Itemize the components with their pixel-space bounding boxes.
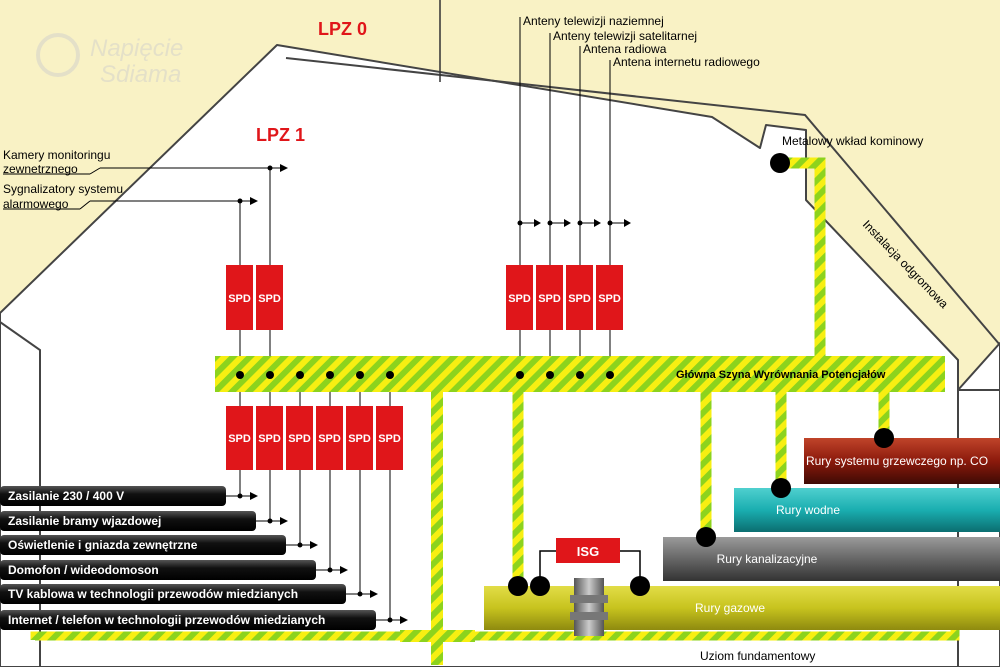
watermark: Napięcie Sdiama	[36, 33, 183, 88]
spd-label: SPD	[598, 293, 621, 305]
cable-cable-tv	[0, 584, 346, 604]
spd-label: SPD	[288, 433, 311, 445]
gas-pipe	[484, 586, 1000, 630]
spd-alarm	[256, 265, 283, 330]
spd-label: SPD	[258, 433, 281, 445]
heating-pipe	[804, 438, 1000, 484]
cable-internet-label: Internet / telefon w technologii przewod…	[8, 613, 325, 627]
spd-camera	[226, 265, 253, 330]
gas-pipe-label: Rury gazowe	[695, 601, 765, 615]
insulating-joint	[570, 578, 608, 636]
chimney-bonding-conductor	[780, 157, 826, 360]
busbar-label: Główna Szyna Wyrównania Potencjałów	[676, 369, 886, 381]
cable-gate-label: Zasilanie bramy wjazdowej	[8, 514, 161, 528]
alarm-label-line2: alarmowego	[3, 197, 69, 211]
spd-antenna-radio	[566, 265, 593, 330]
isg-label: ISG	[577, 544, 599, 559]
chimney-clamp	[770, 153, 790, 173]
sewage-pipe-label: Rury kanalizacyjne	[717, 552, 818, 566]
antenna-arrows	[517, 219, 631, 227]
spd-internet	[376, 406, 403, 470]
camera-label-line2: zewnetrznego	[3, 162, 78, 176]
antenna-label-radio: Antena radiowa	[583, 42, 667, 56]
spd-antenna-satellite	[536, 265, 563, 330]
cable-lead-arrows	[237, 492, 408, 624]
busbar-connection-points	[236, 371, 614, 379]
camera-label-line1: Kamery monitoringu	[3, 148, 110, 162]
spd-label: SPD	[228, 293, 251, 305]
cable-power	[0, 486, 226, 506]
spd-intercom	[316, 406, 343, 470]
spd-upper-group: SPD SPD SPD SPD SPD SPD	[226, 265, 623, 330]
spd-gate	[256, 406, 283, 470]
cable-lighting	[0, 535, 286, 555]
cable-cable-tv-label: TV kablowa w technologii przewodów miedz…	[8, 587, 298, 601]
heating-pipe-label: Rury systemu grzewczego np. CO	[806, 454, 988, 468]
spd-label: SPD	[508, 293, 531, 305]
antenna-label-radio-internet: Antena internetu radiowego	[613, 55, 760, 69]
foundation-label: Uziom fundamentowy	[700, 649, 815, 663]
spd-label: SPD	[318, 433, 341, 445]
pipe-clamps	[508, 428, 894, 596]
sewage-pipe	[663, 537, 1000, 581]
spd-label: SPD	[228, 433, 251, 445]
chimney-label: Metalowy wkład kominowy	[782, 134, 923, 148]
spd-lower-group: SPD SPD SPD SPD SPD SPD	[226, 406, 403, 470]
cable-internet	[0, 610, 376, 630]
spd-lighting	[286, 406, 313, 470]
spd-label: SPD	[348, 433, 371, 445]
spd-power	[226, 406, 253, 470]
cable-lighting-label: Oświetlenie i gniazda zewnętrzne	[8, 538, 198, 552]
spd-label: SPD	[378, 433, 401, 445]
cable-intercom	[0, 560, 316, 580]
watermark-line1: Napięcie	[90, 35, 183, 62]
spd-cable-tv	[346, 406, 373, 470]
bulb-icon	[36, 33, 80, 77]
spd-antenna-internet	[596, 265, 623, 330]
incoming-cable-labels: Zasilanie 230 / 400 V Zasilanie bramy wj…	[8, 489, 325, 627]
cable-power-label: Zasilanie 230 / 400 V	[8, 489, 124, 503]
zone-lpz0-label: LPZ 0	[318, 19, 367, 39]
isg-leads	[539, 550, 641, 586]
outdoor-device-arrows	[237, 164, 288, 205]
water-pipe-label: Rury wodne	[776, 503, 840, 517]
spd-label: SPD	[538, 293, 561, 305]
foundation-earth-electrode	[30, 630, 960, 641]
isg-box	[556, 538, 620, 563]
cable-gate	[0, 511, 256, 531]
antenna-label-terrestrial: Anteny telewizji naziemnej	[523, 14, 664, 28]
cable-intercom-label: Domofon / wideodomoson	[8, 563, 159, 577]
alarm-label-line1: Sygnalizatory systemu	[3, 182, 123, 196]
spd-label: SPD	[568, 293, 591, 305]
watermark-line2: Sdiama	[100, 61, 181, 88]
incoming-cables	[0, 486, 376, 630]
spd-antenna-terrestrial	[506, 265, 533, 330]
spd-label: SPD	[258, 293, 281, 305]
antenna-label-satellite: Anteny telewizji satelitarnej	[553, 29, 697, 43]
zone-lpz1-label: LPZ 1	[256, 125, 305, 145]
